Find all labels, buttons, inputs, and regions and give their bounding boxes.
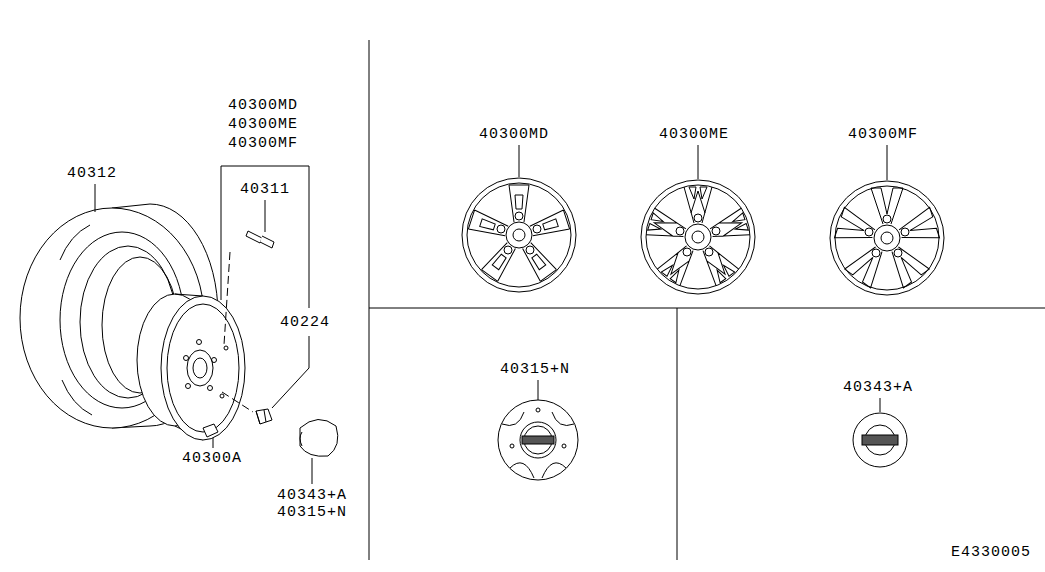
part-number: 40343+A xyxy=(843,379,913,396)
part-number: 40300MF xyxy=(848,126,918,143)
part-number: 40224 xyxy=(280,314,330,331)
balance-weight xyxy=(203,424,218,437)
valve xyxy=(224,231,274,345)
leader-line xyxy=(95,145,887,484)
wheel-design xyxy=(462,178,576,292)
part-number: 40300ME xyxy=(659,126,729,143)
center-cap xyxy=(853,413,907,467)
part-number: 40311 xyxy=(240,181,290,198)
wheel-nut xyxy=(222,392,272,424)
part-number: 40300MD xyxy=(479,126,549,143)
figure-code: E4330005 xyxy=(951,544,1031,561)
part-number: 40300A xyxy=(182,450,242,467)
wheel xyxy=(137,294,245,440)
part-number: 40343+A xyxy=(277,487,347,504)
divider-line xyxy=(369,40,370,560)
wheel-design xyxy=(830,181,944,295)
center-cap xyxy=(300,419,338,456)
part-number: 40300ME xyxy=(228,116,298,133)
divider-line xyxy=(369,308,1045,309)
part-number: 40300MD xyxy=(228,97,298,114)
center-cap xyxy=(498,400,578,480)
wheel-design xyxy=(641,180,755,294)
part-number: 40312 xyxy=(67,165,117,182)
part-number: 40315+N xyxy=(500,361,570,378)
part-number: 40300MF xyxy=(228,135,298,152)
part-number: 40315+N xyxy=(277,504,347,521)
divider-line xyxy=(677,308,678,560)
